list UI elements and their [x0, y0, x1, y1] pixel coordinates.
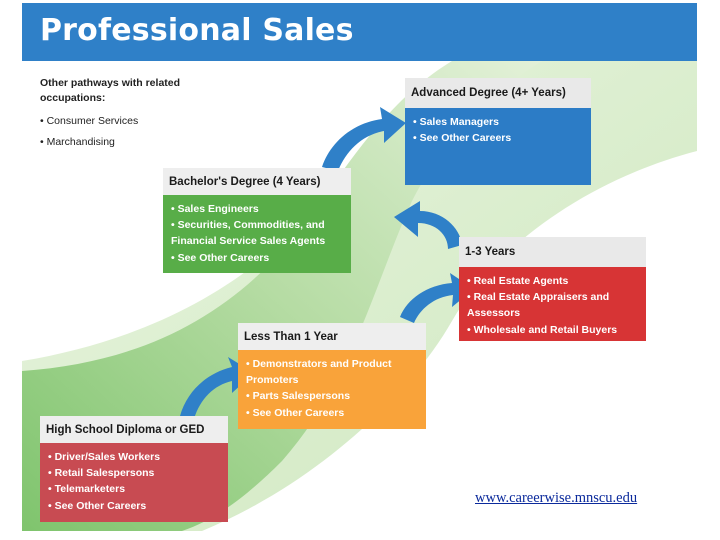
other-pathways: Other pathways with related occupations:…: [40, 76, 190, 156]
pathway-item: • Consumer Services: [40, 115, 139, 127]
career-item: • Sales Managers: [413, 116, 499, 128]
career-list: • Sales Engineers • Securities, Commodit…: [163, 195, 351, 272]
arrow-13-to-ba: [394, 201, 462, 249]
level-less-than-1-year: Less Than 1 Year • Demonstrators and Pro…: [238, 323, 426, 429]
career-item: • See Other Careers: [246, 406, 345, 419]
career-item: • See Other Careers: [413, 132, 512, 145]
career-item: • Telemarketers: [48, 483, 126, 496]
level-title: Bachelor's Degree (4 Years): [163, 168, 351, 195]
career-item: • Wholesale and Retail Buyers: [467, 323, 618, 336]
career-item: • See Other Careers: [467, 339, 566, 352]
career-item: • See Other Careers: [171, 251, 270, 264]
pathway-item: • Marchandising: [40, 136, 115, 148]
career-list: • Sales Managers • See Other Careers: [405, 108, 591, 152]
career-item: • Retail Salespersons: [48, 467, 155, 480]
level-title: Less Than 1 Year: [238, 323, 426, 350]
level-advanced-degree: Advanced Degree (4+ Years) • Sales Manag…: [405, 78, 591, 185]
level-title: 1-3 Years: [459, 237, 646, 267]
arrows-layer: [180, 107, 474, 419]
career-item: • Driver/Sales Workers: [48, 451, 161, 463]
other-pathways-heading: Other pathways with related occupations:: [40, 77, 181, 104]
career-item: • See Other Careers: [48, 499, 147, 512]
career-item: • Parts Salespersons: [246, 390, 351, 403]
career-item: • Sales Engineers: [171, 203, 259, 215]
career-list: • Demonstrators and Product Promoters • …: [238, 350, 426, 427]
career-list: • Real Estate Agents • Real Estate Appra…: [459, 267, 646, 360]
level-1-3-years: 1-3 Years • Real Estate Agents • Real Es…: [459, 237, 646, 352]
career-item: • Demonstrators and Product Promoters: [246, 358, 392, 387]
level-title: High School Diploma or GED: [40, 416, 228, 443]
arrow-ba-to-ad: [322, 107, 406, 171]
career-list: • Driver/Sales Workers • Retail Salesper…: [40, 443, 228, 520]
level-bachelors: Bachelor's Degree (4 Years) • Sales Engi…: [163, 168, 351, 273]
level-title: Advanced Degree (4+ Years): [405, 78, 591, 108]
career-item: • Real Estate Agents: [467, 275, 569, 287]
career-item: • Securities, Commodities, and Financial…: [171, 219, 326, 248]
website-link[interactable]: www.careerwise.mnscu.edu: [475, 490, 638, 506]
page-title: Professional Sales: [40, 13, 354, 48]
level-high-school: High School Diploma or GED • Driver/Sale…: [40, 416, 228, 522]
arrow-lt-to-13: [400, 273, 474, 323]
arrow-hs-to-lt: [180, 357, 254, 419]
header-banner: Professional Sales: [22, 3, 697, 61]
career-item: • Real Estate Appraisers and Assessors: [467, 291, 610, 320]
